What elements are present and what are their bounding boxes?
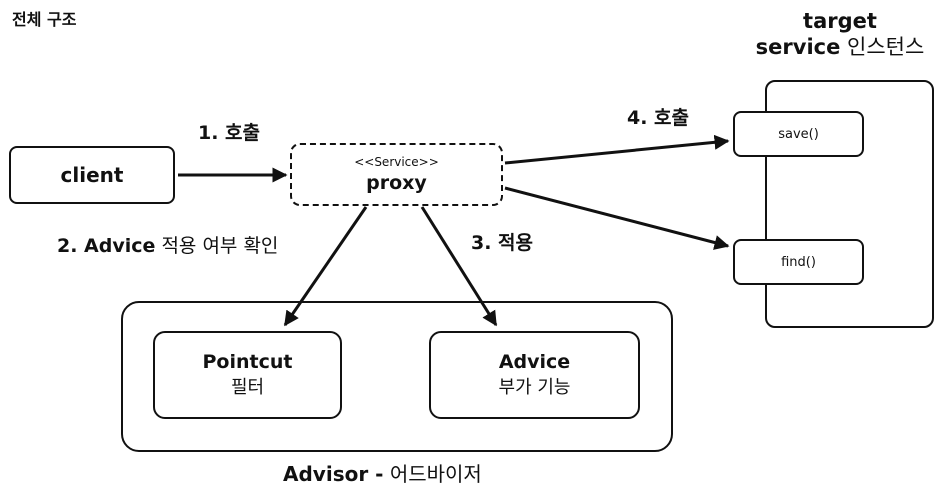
save-method-box: save(): [733, 111, 864, 157]
pointcut-subtitle: 필터: [230, 377, 265, 398]
target-label: target: [803, 9, 877, 33]
arrow-proxy-to-save: [504, 134, 730, 165]
find-method-box: find(): [733, 239, 864, 285]
pointcut-title: Pointcut: [202, 351, 293, 373]
proxy-label: proxy: [366, 171, 427, 194]
step-3-apply-label: 3. 적용: [471, 232, 534, 254]
page-title: 전체 구조: [12, 10, 77, 29]
proxy-stereotype: <<Service>>: [354, 154, 439, 169]
advice-subtitle: 부가 기능: [498, 377, 571, 398]
step-4-call-label: 4. 호출: [627, 107, 690, 129]
arrow-proxy-to-pointcut: [283, 206, 368, 327]
step-2-check-label: 2. Advice 적용 여부 확인: [57, 235, 279, 257]
advice-box: Advice 부가 기능: [429, 331, 640, 419]
target-service-header: target service 인스턴스: [740, 8, 940, 60]
client-box: client: [9, 146, 175, 204]
client-label: client: [60, 163, 124, 187]
pointcut-box: Pointcut 필터: [153, 331, 342, 419]
save-method-label: save(): [778, 126, 819, 142]
advisor-caption: Advisor - 어드바이저: [283, 462, 482, 486]
service-instance-label: service 인스턴스: [755, 35, 925, 59]
step-1-call-label: 1. 호출: [198, 122, 261, 144]
arrow-proxy-to-find: [504, 186, 730, 250]
find-method-label: find(): [781, 254, 816, 270]
arrow-proxy-to-advice: [420, 206, 498, 327]
proxy-box: <<Service>> proxy: [290, 143, 503, 206]
advice-title: Advice: [498, 351, 571, 373]
